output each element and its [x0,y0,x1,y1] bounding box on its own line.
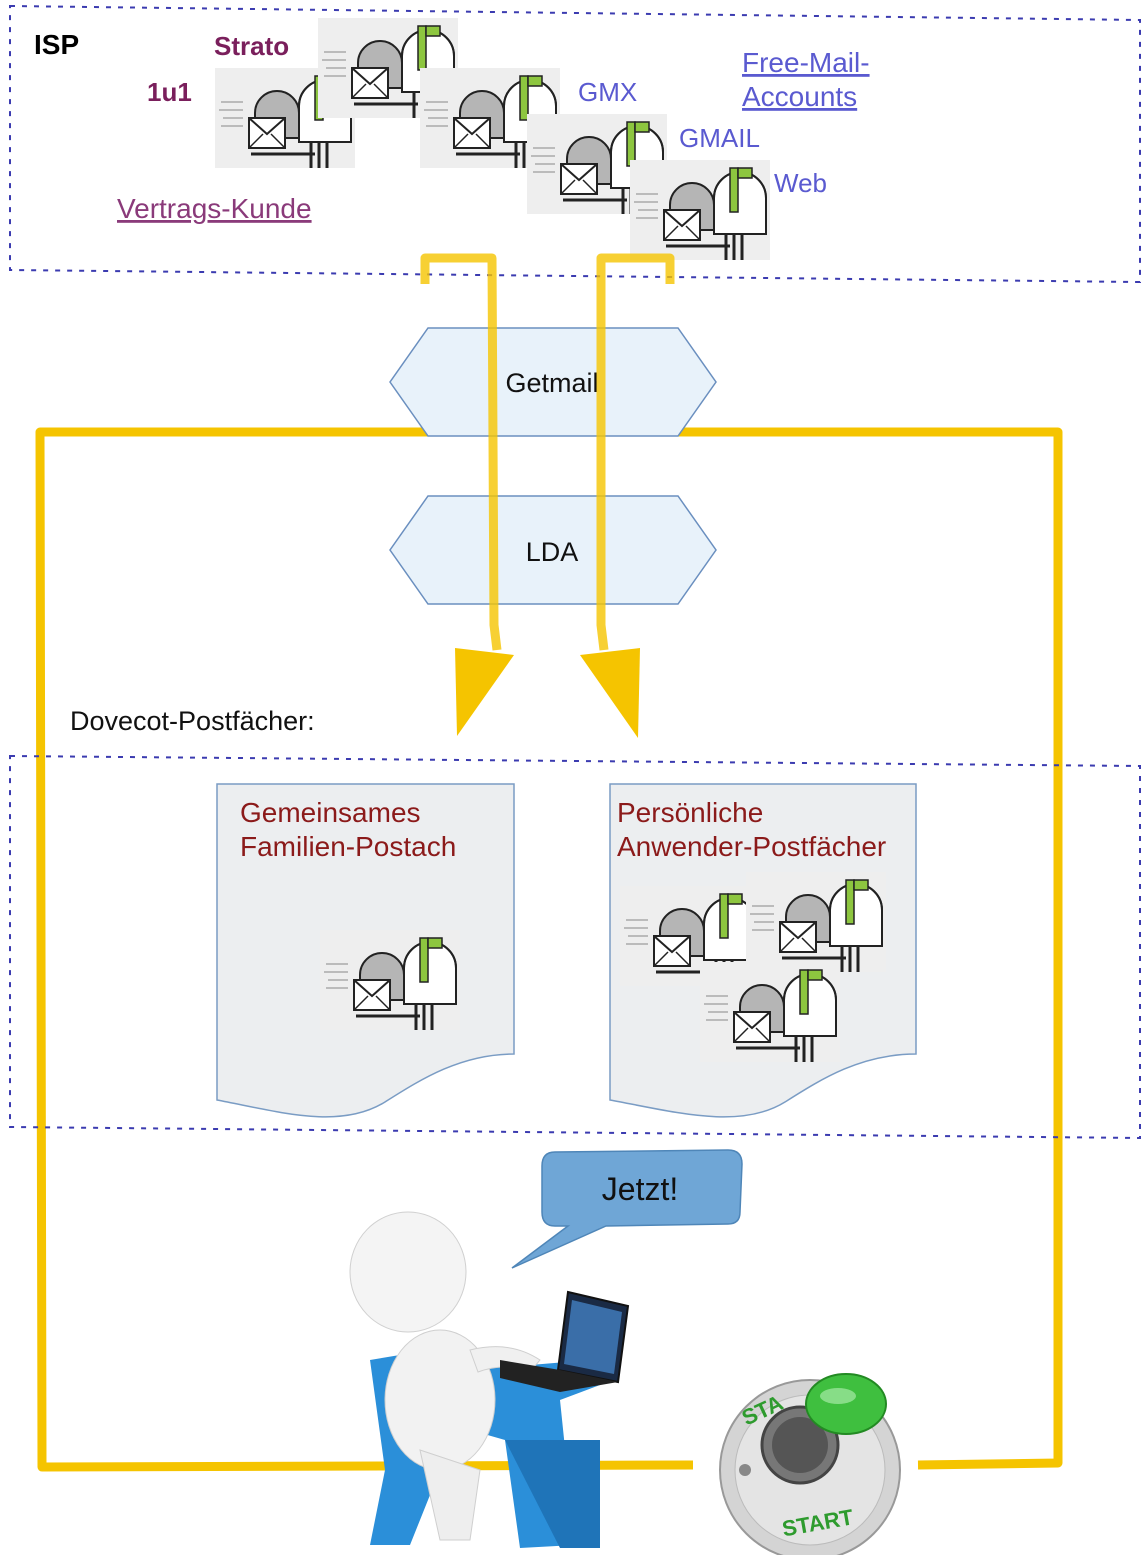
speech-bubble-text: Jetzt! [602,1171,678,1207]
contract-customer-label: Vertrags-Kunde [117,193,312,224]
isp-region-border [9,4,1141,284]
mailbox-icon [698,960,842,1064]
isp-title: ISP [34,29,79,60]
provider-1u1: 1u1 [147,77,192,107]
service-gmx: GMX [578,77,637,107]
flow-pipes [420,253,675,651]
shared-mailbox-title: Gemeinsames [240,797,421,828]
free-mail-accounts-label: Free-Mail- [742,47,870,78]
free-mail-accounts-label: Accounts [742,81,857,112]
process-lda [389,495,717,605]
start-button-icon: STA START [719,1373,901,1555]
process-lda-label: LDA [526,537,579,567]
personal-mailbox-title: Persönliche [617,797,763,828]
service-web: Web [774,168,827,198]
process-getmail-label: Getmail [505,368,598,398]
flow-arrow-right [580,648,640,738]
flow-loop-line [35,427,1063,1472]
provider-strato: Strato [214,31,289,61]
mailbox-icon [318,928,462,1032]
speech-bubble [511,1149,743,1269]
flow-arrow-left [455,648,514,736]
process-getmail [389,327,717,437]
service-gmail: GMAIL [679,123,760,153]
shared-mailbox-title: Familien-Postach [240,831,456,862]
mailbox-icon [628,158,772,262]
personal-mailbox-title: Anwender-Postfächer [617,831,886,862]
person-laptop-icon [349,1211,630,1548]
dovecot-label: Dovecot-Postfächer: [70,706,315,736]
mailbox-icon [744,870,888,974]
dovecot-region-border [9,754,1141,1140]
